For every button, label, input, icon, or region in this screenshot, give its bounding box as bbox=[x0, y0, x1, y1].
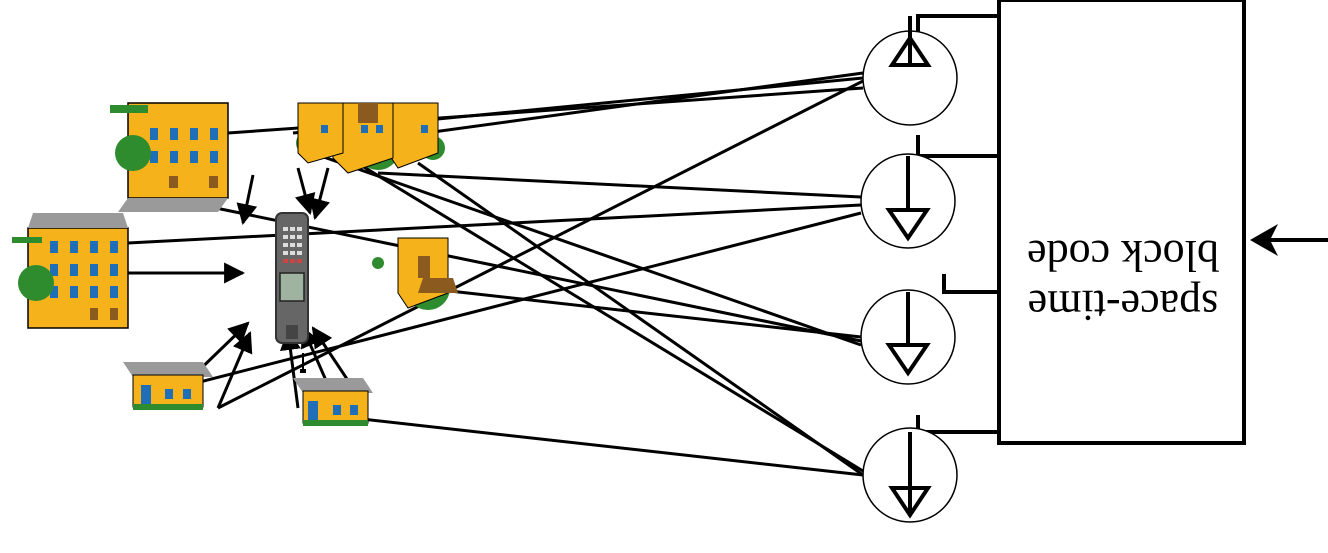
encoder-label: space-time block code bbox=[1027, 231, 1219, 330]
house-icon bbox=[123, 362, 213, 410]
building-icon bbox=[296, 102, 445, 174]
house-icon bbox=[293, 378, 373, 426]
antenna-array bbox=[860, 14, 999, 523]
antenna-3 bbox=[860, 153, 956, 249]
space-time-encoder-box bbox=[997, 0, 1246, 445]
antenna-1 bbox=[862, 427, 958, 523]
antenna-2 bbox=[860, 289, 956, 385]
encoder-label-line1: space-time bbox=[1028, 281, 1219, 330]
building-icon bbox=[110, 102, 229, 212]
mobile-phone-icon bbox=[275, 212, 309, 373]
encoder-label-line2: block code bbox=[1027, 231, 1219, 280]
input-arrow bbox=[1250, 224, 1328, 256]
building-icon bbox=[12, 213, 129, 329]
antenna-4 bbox=[862, 16, 958, 126]
house-icon bbox=[372, 237, 458, 310]
